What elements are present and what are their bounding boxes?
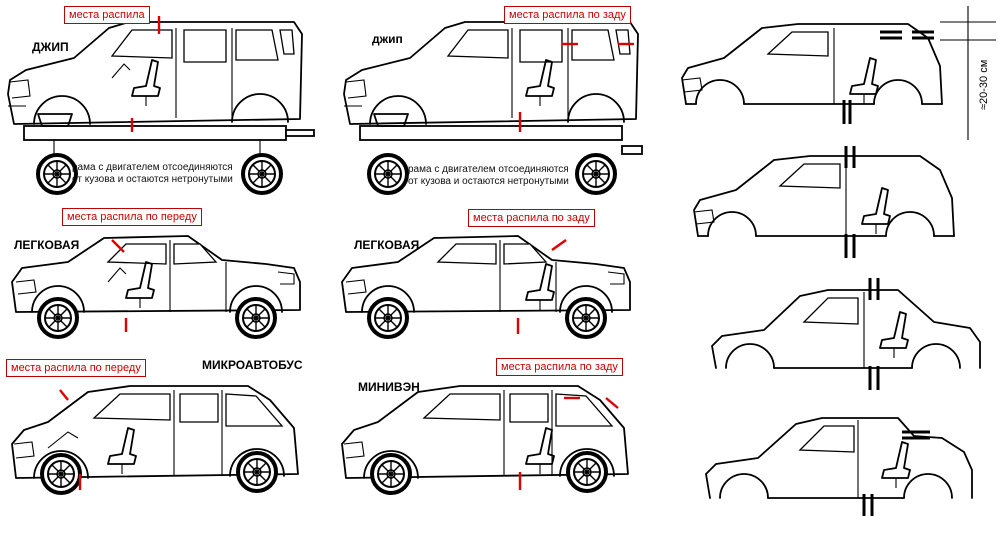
jeep-left-wheel-front (36, 153, 78, 195)
label-jeep-right: джип (372, 32, 403, 46)
cut-note-minivan: места распила по заду (496, 358, 623, 376)
jeep-right-wheel-rear (575, 153, 617, 195)
frame-note-left: рама с двигателем отсоединяются от кузов… (72, 162, 233, 186)
sedan-right-cut-pillar (551, 239, 567, 251)
label-jeep-left: ДЖИП (32, 40, 69, 54)
frame-note-right: рама с двигателем отсоединяются от кузов… (408, 164, 569, 188)
cut-note-jeep-right: места распила по заду (504, 6, 631, 24)
minivan-wheel-rear (566, 451, 608, 493)
minibus-wheel-rear (236, 451, 278, 493)
minibus-drawing (11, 385, 299, 479)
cut-note-jeep-left: места распила (64, 6, 150, 24)
sedan-left-cut-pillar (111, 239, 125, 253)
shell-3-drawing (711, 289, 981, 369)
jeep-left-wheel-rear (241, 153, 283, 195)
label-sedan-right: ЛЕГКОВАЯ (354, 238, 420, 252)
minivan-wheel-front (370, 453, 412, 495)
label-sedan-left: ЛЕГКОВАЯ (14, 238, 80, 252)
sedan-right-wheel-rear (565, 297, 607, 339)
sedan-left-wheel-front (37, 297, 79, 339)
label-minibus: МИКРОАВТОБУС (202, 358, 303, 372)
jeep-right-wheel-front (367, 153, 409, 195)
minibus-cut-pillar (59, 389, 69, 401)
frame-note-left-line1: рама с двигателем отсоединяются (72, 162, 233, 173)
shell-4-drawing (705, 417, 973, 499)
label-minivan: МИНИВЭН (358, 380, 420, 394)
sedan-right-wheel-front (367, 297, 409, 339)
jeep-left-drawing (7, 21, 315, 160)
shell-2-drawing (693, 155, 955, 237)
minibus-wheel-front (40, 453, 82, 495)
minivan-cut-roof-2 (605, 397, 619, 409)
cut-note-minibus: места распила по переду (6, 359, 146, 377)
shell-1-drawing (681, 23, 943, 105)
frame-note-right-line2: от кузова и остаются нетронутыми (408, 176, 569, 187)
frame-note-right-line1: рама с двигателем отсоединяются (408, 164, 569, 175)
cut-note-sedan-left: места распила по переду (62, 208, 202, 226)
frame-note-left-line2: от кузова и остаются нетронутыми (72, 174, 233, 185)
sedan-left-drawing (11, 235, 301, 313)
jeep-right-drawing (343, 21, 643, 155)
dimension-label: ≈20-30 см (978, 59, 990, 110)
cut-note-sedan-right: места распила по заду (468, 209, 595, 227)
sedan-left-wheel-rear (235, 297, 277, 339)
